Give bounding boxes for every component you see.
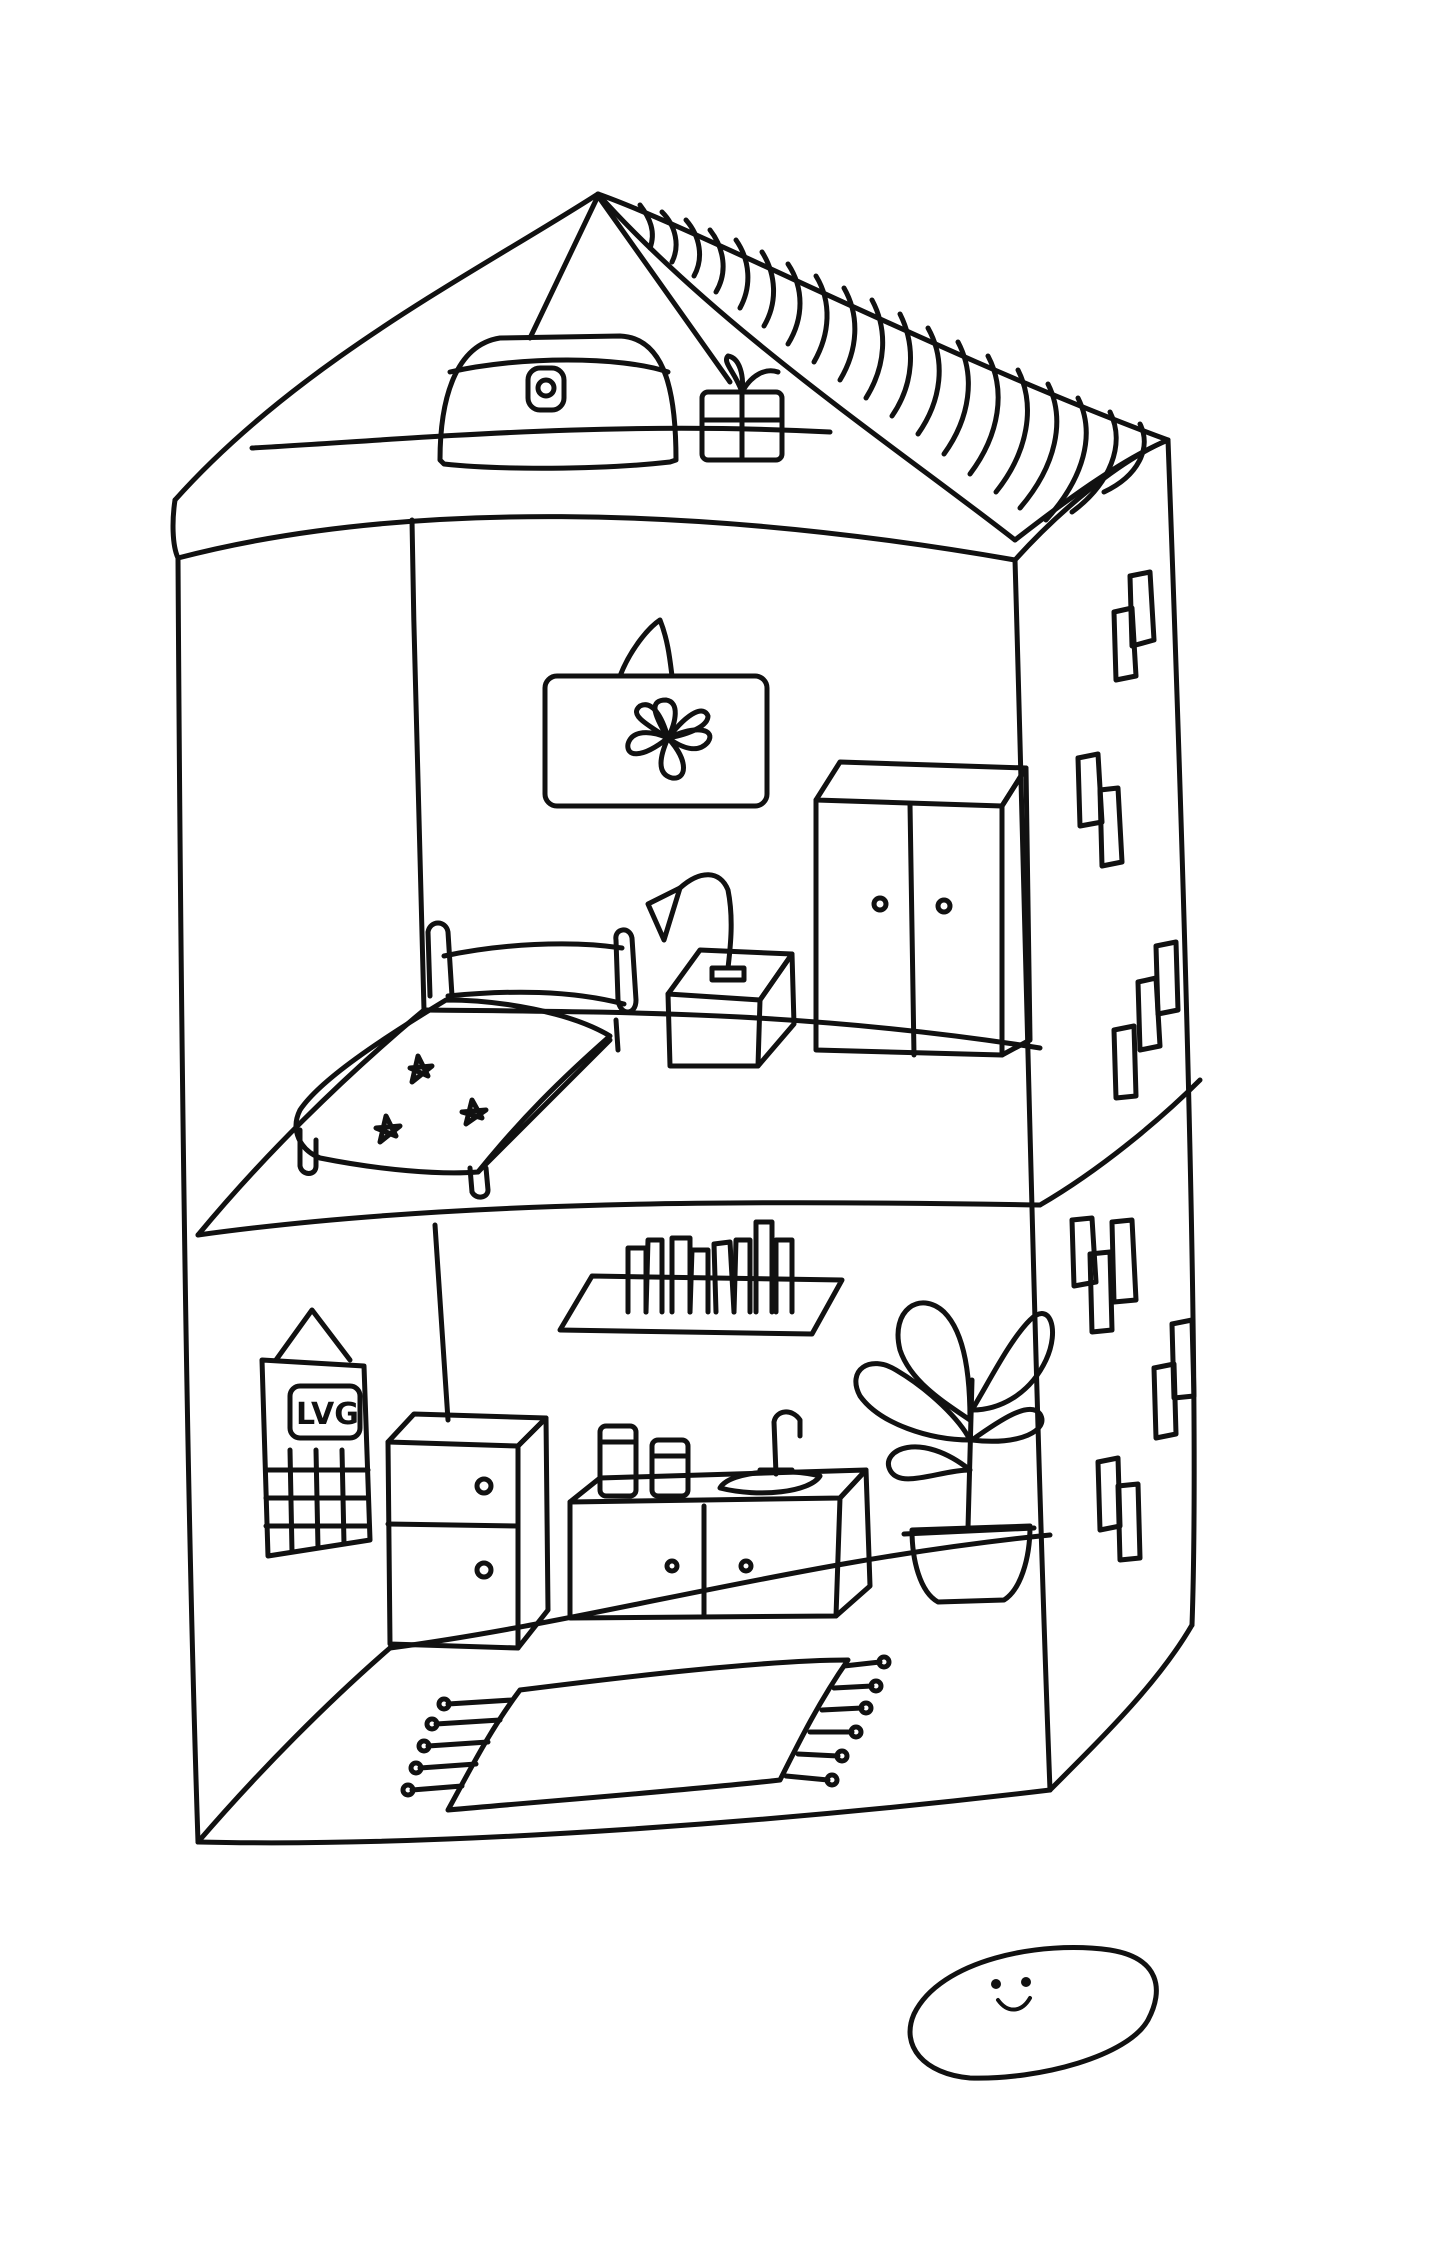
potted-plant (853, 1300, 1055, 1605)
rock-smile (996, 1996, 1032, 2012)
jars (597, 1423, 691, 1499)
bed-stars (373, 1053, 489, 1145)
smiling-rock (907, 1945, 1159, 2081)
hanging-string-left (527, 193, 601, 341)
roof-back-ridge (595, 191, 1171, 443)
roof-peak-to-right-eave (595, 191, 1018, 543)
bookshelf (557, 1219, 845, 1337)
rock-left-eye (991, 1979, 1001, 1989)
desk-lamp (645, 872, 747, 983)
right-side-outer (1165, 437, 1197, 1628)
side-wall-bricks (1069, 569, 1197, 1563)
right-side-top (1012, 437, 1171, 563)
flower-icon (625, 697, 713, 781)
roof-stripes (637, 202, 1147, 523)
rug-fringe (400, 1654, 892, 1798)
lower-floor-back (387, 1532, 1053, 1651)
right-side-bottom (1047, 1622, 1195, 1793)
bed (293, 920, 639, 1200)
attic-edge (170, 497, 181, 561)
lower-floor-front-left (195, 1645, 393, 1845)
front-right-corner (1012, 557, 1053, 1793)
wardrobe (813, 759, 1033, 1058)
attic (170, 191, 1171, 561)
front-top-edge (175, 514, 1018, 563)
kitchen-counter (567, 1467, 873, 1621)
fridge (385, 1411, 551, 1651)
calendar-label: LVG (296, 1397, 359, 1432)
wall-picture (542, 617, 770, 809)
roof-left-slope (172, 191, 601, 503)
hanging-string-right (595, 193, 733, 385)
middle-floor-side (1037, 1077, 1203, 1208)
upper-floor-front-left (195, 1007, 427, 1238)
left-wall-outer (175, 555, 201, 1845)
attic-floor-line (249, 425, 833, 451)
rug (400, 1654, 892, 1813)
gift-box (699, 353, 785, 463)
calendar: LVG (259, 1307, 373, 1559)
upper-floor-back (421, 1007, 1043, 1051)
faucet (757, 1409, 803, 1477)
lower-room-back-corner (432, 1222, 451, 1423)
bedroom (293, 617, 1033, 1200)
rock-right-eye (1021, 1977, 1031, 1987)
nightstand (665, 947, 797, 1069)
upper-room-back-corner (409, 517, 427, 1013)
base-line (195, 1787, 1053, 1846)
house-frame (175, 437, 1203, 1846)
kitchen: LVG (259, 1219, 1055, 1813)
suitcase (437, 333, 679, 471)
middle-floor-front (195, 1200, 1043, 1238)
